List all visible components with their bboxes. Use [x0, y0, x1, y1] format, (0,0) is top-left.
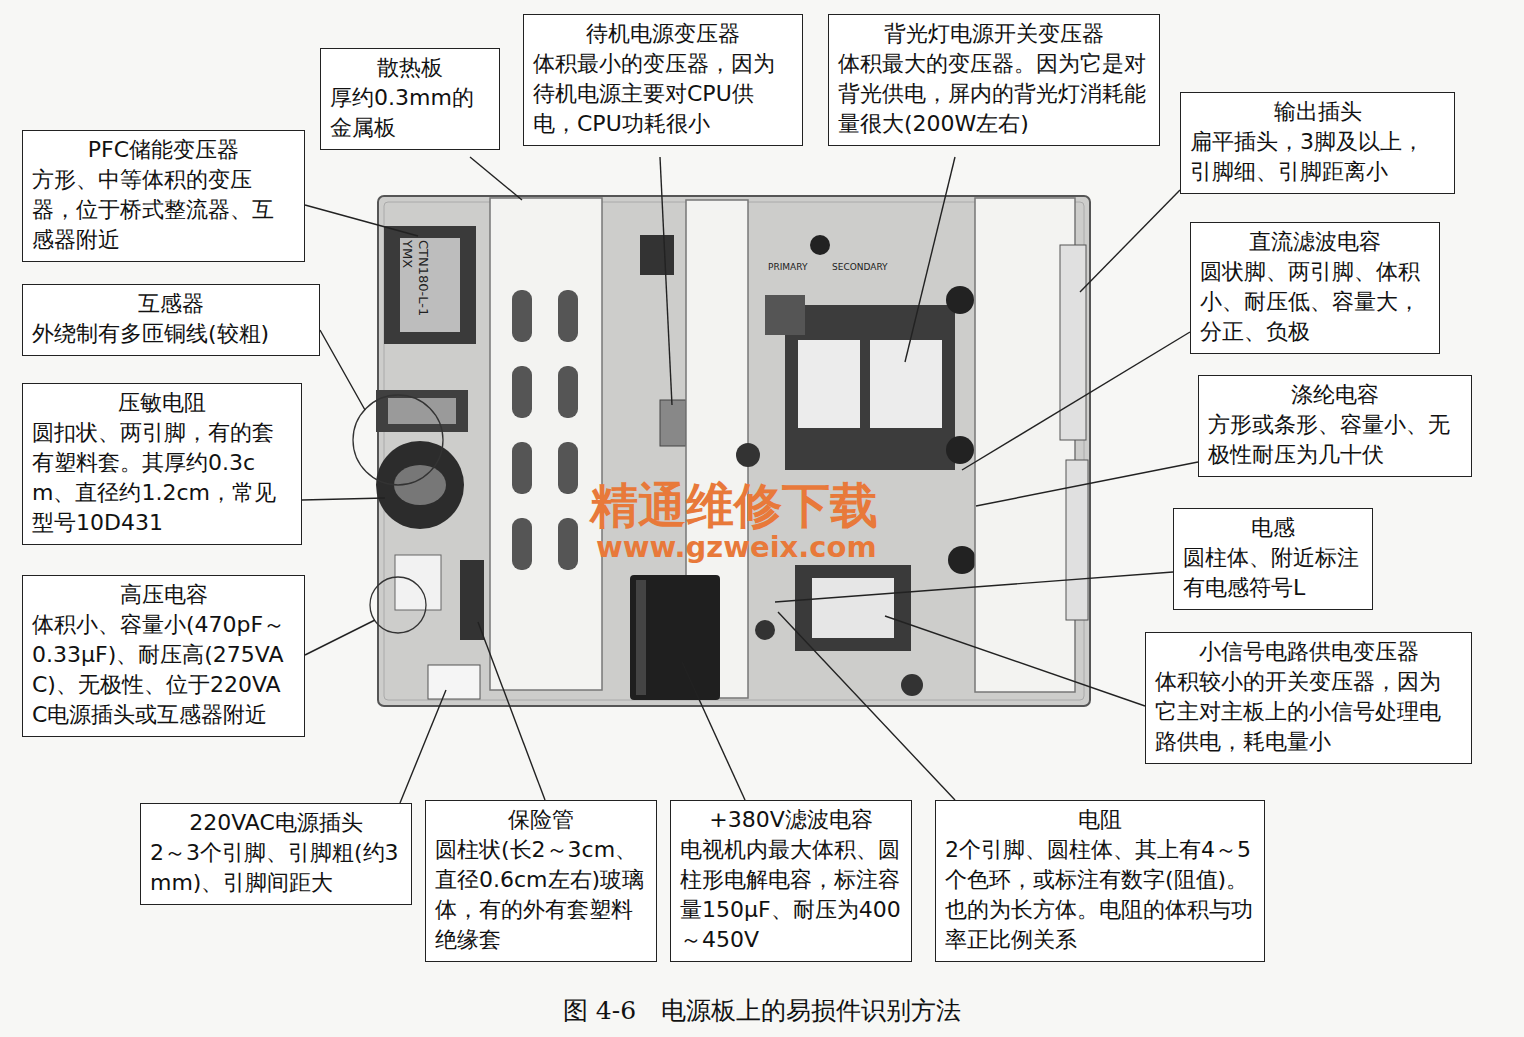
part-name: 直流滤波电容	[1200, 227, 1430, 257]
figure-caption: 图 4-6 电源板上的易损件识别方法	[0, 994, 1524, 1027]
part-description: 圆扣状、两引脚，有的套有塑料套。其厚约0.3cm、直径约1.2cm，常见型号10…	[32, 418, 292, 538]
part-description: 体积小、容量小(470pF～0.33μF)、耐压高(275VAC)、无极性、位于…	[32, 610, 295, 730]
part-name: 输出插头	[1190, 97, 1445, 127]
part-description: 扁平插头，3脚及以上，引脚细、引脚距离小	[1190, 127, 1445, 187]
board-marking: PRIMARY	[768, 262, 807, 272]
part-description: 2个引脚、圆柱体、其上有4～5个色环，或标注有数字(阻值)。也的为长方体。电阻的…	[945, 835, 1255, 955]
part-name: 220VAC电源插头	[150, 808, 402, 838]
callout-box: 小信号电路供电变压器体积较小的开关变压器，因为它主对主板上的小信号处理电路供电，…	[1145, 632, 1472, 764]
component-marking: CTN180-L-1	[416, 240, 431, 316]
callout-box: 电阻2个引脚、圆柱体、其上有4～5个色环，或标注有数字(阻值)。也的为长方体。电…	[935, 800, 1265, 962]
part-description: 2～3个引脚、引脚粗(约3mm)、引脚间距大	[150, 838, 402, 898]
part-name: 小信号电路供电变压器	[1155, 637, 1462, 667]
callout-box: 涤纶电容方形或条形、容量小、无极性耐压为几十伏	[1198, 375, 1472, 477]
callout-box: 散热板厚约0.3mm的金属板	[320, 48, 500, 150]
part-name: PFC储能变压器	[32, 135, 295, 165]
watermark-url: www.gzweix.com	[596, 530, 877, 564]
part-name: 电感	[1183, 513, 1363, 543]
part-description: 圆状脚、两引脚、体积小、耐压低、容量大，分正、负极	[1200, 257, 1430, 347]
part-description: 方形、中等体积的变压器，位于桥式整流器、互感器附近	[32, 165, 295, 255]
callout-box: 背光灯电源开关变压器体积最大的变压器。因为它是对背光供电，屏内的背光灯消耗能量很…	[828, 14, 1160, 146]
part-name: 待机电源变压器	[533, 19, 793, 49]
callout-box: 待机电源变压器体积最小的变压器，因为待机电源主要对CPU供电，CPU功耗很小	[523, 14, 803, 146]
callout-box: 220VAC电源插头2～3个引脚、引脚粗(约3mm)、引脚间距大	[140, 803, 412, 905]
part-name: +380V滤波电容	[680, 805, 902, 835]
part-name: 散热板	[330, 53, 490, 83]
part-name: 互感器	[32, 289, 310, 319]
part-name: 压敏电阻	[32, 388, 292, 418]
callout-box: 高压电容体积小、容量小(470pF～0.33μF)、耐压高(275VAC)、无极…	[22, 575, 305, 737]
callout-box: PFC储能变压器方形、中等体积的变压器，位于桥式整流器、互感器附近	[22, 130, 305, 262]
callout-box: 压敏电阻圆扣状、两引脚，有的套有塑料套。其厚约0.3cm、直径约1.2cm，常见…	[22, 383, 302, 545]
part-name: 高压电容	[32, 580, 295, 610]
part-description: 体积最大的变压器。因为它是对背光供电，屏内的背光灯消耗能量很大(200W左右)	[838, 49, 1150, 139]
part-name: 背光灯电源开关变压器	[838, 19, 1150, 49]
callout-box: 电感圆柱体、附近标注有电感符号L	[1173, 508, 1373, 610]
part-description: 圆柱体、附近标注有电感符号L	[1183, 543, 1363, 603]
part-description: 圆柱状(长2～3cm、直径0.6cm左右)玻璃体，有的外有套塑料绝缘套	[435, 835, 647, 955]
part-description: 外绕制有多匝铜线(较粗)	[32, 319, 310, 349]
callout-box: 直流滤波电容圆状脚、两引脚、体积小、耐压低、容量大，分正、负极	[1190, 222, 1440, 354]
component-marking: YMX	[400, 240, 415, 268]
part-description: 体积较小的开关变压器，因为它主对主板上的小信号处理电路供电，耗电量小	[1155, 667, 1462, 757]
board-marking: SECONDARY	[832, 262, 888, 272]
callout-box: 互感器外绕制有多匝铜线(较粗)	[22, 284, 320, 356]
part-description: 厚约0.3mm的金属板	[330, 83, 490, 143]
watermark: 精通维修下载	[590, 474, 878, 538]
part-name: 涤纶电容	[1208, 380, 1462, 410]
part-name: 保险管	[435, 805, 647, 835]
part-description: 方形或条形、容量小、无极性耐压为几十伏	[1208, 410, 1462, 470]
part-name: 电阻	[945, 805, 1255, 835]
callout-box: 保险管圆柱状(长2～3cm、直径0.6cm左右)玻璃体，有的外有套塑料绝缘套	[425, 800, 657, 962]
part-description: 电视机内最大体积、圆柱形电解电容，标注容量150μF、耐压为400～450V	[680, 835, 902, 955]
part-description: 体积最小的变压器，因为待机电源主要对CPU供电，CPU功耗很小	[533, 49, 793, 139]
callout-box: +380V滤波电容电视机内最大体积、圆柱形电解电容，标注容量150μF、耐压为4…	[670, 800, 912, 962]
callout-box: 输出插头扁平插头，3脚及以上，引脚细、引脚距离小	[1180, 92, 1455, 194]
